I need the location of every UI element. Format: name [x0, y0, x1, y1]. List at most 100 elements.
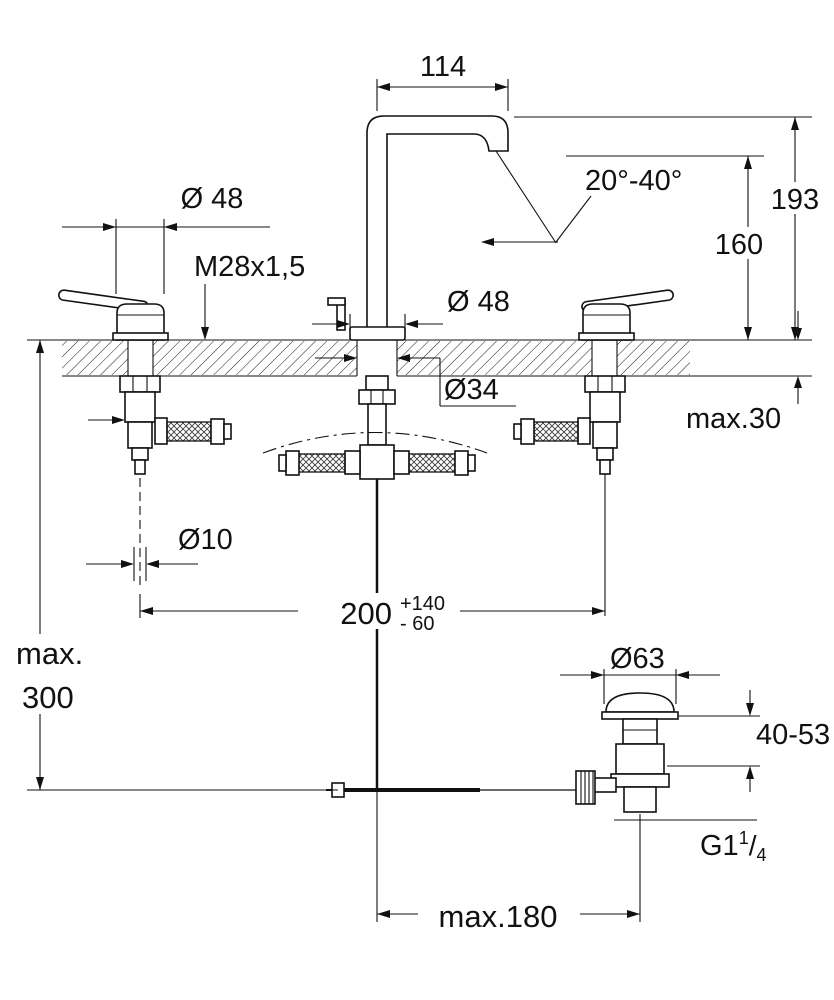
dim-spout-base-diameter: Ø 48 — [312, 286, 510, 330]
dim-label-waste-offset: max.180 — [439, 899, 558, 934]
label-bg — [766, 182, 824, 214]
dim-label-waste-clamp-range: 40-53 — [756, 719, 830, 751]
left-valve-outlet — [154, 417, 168, 445]
right-valve-outlet — [577, 417, 591, 445]
dim-arrow — [36, 777, 44, 790]
dim-arrow — [495, 83, 508, 91]
dim-arrow — [377, 83, 390, 91]
right-valve-lower-body — [592, 421, 618, 449]
left-handle-flange — [112, 332, 169, 341]
tee-left-hose — [298, 453, 346, 473]
right-valve-nut — [584, 375, 626, 393]
dim-label-spacing-plus-tol: +140 — [400, 593, 445, 615]
waste-thread-sub: 4 — [756, 845, 766, 865]
left-valve-body — [124, 391, 156, 423]
dim-waste-clamp-range: 40-53 — [667, 690, 830, 792]
dim-arrow — [591, 671, 604, 679]
dim-label-counter-thickness: max.30 — [686, 403, 781, 435]
right-valve-nipple — [599, 459, 611, 475]
dim-arrow — [397, 354, 410, 362]
dim-label-height-193: 193 — [771, 184, 819, 216]
dim-arrow — [140, 607, 153, 615]
dim-spout-reach: 114 — [376, 51, 509, 111]
left-hose-nut — [210, 418, 225, 445]
waste-lever-boss — [593, 777, 617, 793]
left-hose-tip — [223, 423, 232, 440]
basin-outline — [262, 431, 488, 454]
dim-arrow — [794, 376, 802, 388]
dim-arrow — [164, 223, 177, 231]
waste-flange — [601, 711, 679, 720]
angle-leader — [555, 195, 592, 243]
dim-label-hole-diameter: Ø34 — [444, 374, 499, 406]
dim-arrow — [746, 766, 754, 779]
tee-left-tip — [278, 454, 287, 472]
tee-right-fitting — [393, 450, 410, 475]
dim-arrow — [791, 117, 799, 130]
side-hole-edges — [127, 340, 618, 376]
dim-arrow — [36, 340, 44, 353]
right-hose-nut — [520, 418, 535, 445]
shank-nut-facets — [370, 390, 384, 404]
dim-arrow — [744, 156, 752, 169]
dim-hole-diameter: Ø34 — [315, 354, 516, 407]
spout-assembly — [327, 115, 509, 341]
right-valve-nut-facets — [597, 376, 613, 392]
popup-rod-assembly — [326, 479, 596, 922]
right-valve-step — [596, 447, 614, 461]
right-flex-hose — [533, 421, 579, 442]
dim-arrow — [794, 328, 802, 340]
left-hole-clear — [128, 341, 153, 375]
dim-arrow — [481, 238, 494, 246]
dim-label-max-depth-word: max. — [16, 636, 83, 671]
dim-hole-spacing: 200 +140 - 60 — [139, 593, 605, 635]
dim-waste-flange-diameter: Ø63 — [560, 643, 720, 704]
dim-arrow — [112, 416, 125, 424]
dim-lines — [667, 690, 760, 792]
dim-height-193: 193 — [514, 116, 824, 340]
spout-escutcheon — [349, 326, 406, 341]
shank-lower — [367, 403, 387, 446]
spout-body — [366, 115, 509, 331]
dim-arrow — [201, 327, 209, 340]
label-bg — [298, 593, 460, 629]
dim-arrow — [121, 560, 134, 568]
waste-thread-sup: 1 — [739, 828, 749, 848]
label-bg — [12, 634, 96, 714]
dim-label-left-handle-diameter: Ø 48 — [181, 183, 244, 215]
dim-lines — [27, 339, 338, 791]
dim-label-waste-flange-diameter: Ø63 — [610, 643, 665, 675]
dim-spout-angle: 20°-40° — [481, 150, 682, 246]
waste-coupling-nut — [610, 773, 670, 788]
dim-arrow — [377, 910, 390, 918]
dim-arrow — [676, 671, 689, 679]
left-valve-lower-body — [127, 421, 153, 449]
dim-arrow — [627, 910, 640, 918]
dim-arrow — [405, 320, 418, 328]
dim-label-spout-reach: 114 — [420, 51, 466, 83]
dim-arrow — [337, 320, 350, 328]
dim-waste-offset: max.180 — [377, 814, 641, 934]
tee-right-hose — [408, 453, 456, 473]
dim-label-hole-spacing: 200 — [340, 596, 392, 631]
waste-neck — [622, 718, 658, 745]
right-valve-body — [589, 391, 621, 423]
dim-arrow — [344, 354, 357, 362]
shank-nut — [358, 389, 396, 405]
tee-left-nut — [285, 450, 300, 476]
dim-label-thread-spec: M28x1,5 — [194, 251, 305, 283]
dim-label-max-depth-value: 300 — [22, 680, 74, 715]
waste-tailpiece — [623, 786, 657, 813]
left-valve-nut — [119, 375, 161, 393]
dim-lines — [376, 79, 509, 111]
left-valve-nipple — [134, 459, 146, 475]
dim-left-handle-diameter: Ø 48 — [62, 183, 270, 294]
center-supply-assembly — [262, 375, 488, 480]
dim-arrow — [746, 703, 754, 716]
angle-stream-line — [495, 150, 557, 244]
countertop — [62, 339, 690, 377]
tee-left-fitting — [344, 450, 361, 475]
dim-label-spacing-minus-tol: - 60 — [400, 613, 434, 635]
